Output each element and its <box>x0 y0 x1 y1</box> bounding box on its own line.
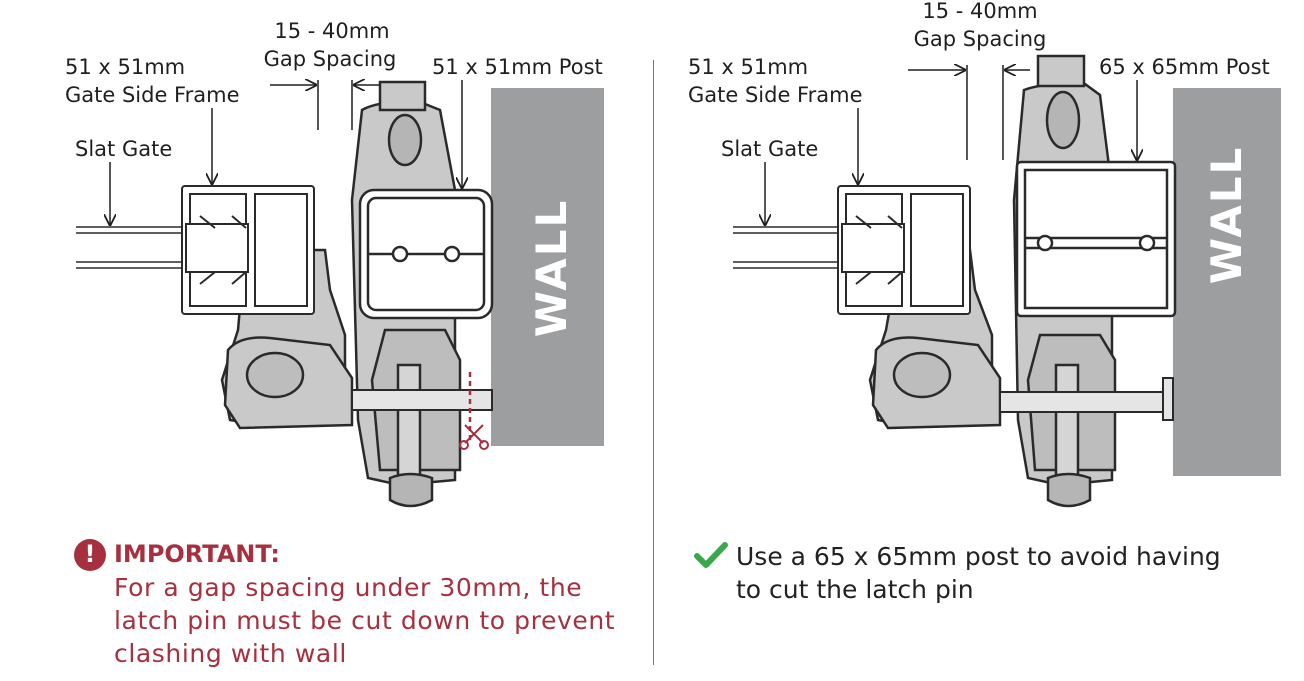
left-slat-label: Slat Gate <box>75 137 172 161</box>
right-slat-label: Slat Gate <box>721 137 818 161</box>
right-leaders <box>765 65 1137 225</box>
left-frame-label-1: 51 x 51mm <box>65 55 185 79</box>
checkmark-icon <box>694 542 728 568</box>
important-note: ! IMPORTANT: For a gap spacing under 30m… <box>74 538 634 670</box>
left-gap-title: 15 - 40mm <box>274 19 389 43</box>
left-post-label: 51 x 51mm Post <box>432 55 603 79</box>
important-heading: IMPORTANT: <box>114 540 281 568</box>
left-wall <box>491 88 604 446</box>
left-post <box>358 188 494 320</box>
alert-icon: ! <box>74 538 106 571</box>
left-latch-body <box>220 80 462 508</box>
important-line-3: clashing with wall <box>114 639 347 668</box>
ok-line-1: Use a 65 x 65mm post to avoid having <box>736 542 1221 571</box>
ok-note: Use a 65 x 65mm post to avoid having to … <box>694 540 1274 606</box>
important-line-1: For a gap spacing under 30mm, the <box>114 573 583 602</box>
left-diagram: WALL <box>65 19 604 508</box>
left-wall-label: WALL <box>527 199 576 337</box>
right-gap-subtitle: Gap Spacing <box>914 27 1047 51</box>
right-post-label: 65 x 65mm Post <box>1099 55 1270 79</box>
left-leaders <box>110 80 462 225</box>
right-latch-pin <box>999 377 1174 421</box>
left-gate-frame <box>181 185 315 315</box>
right-post <box>1015 160 1177 318</box>
panel-divider <box>653 60 654 665</box>
right-gate-frame <box>837 185 971 315</box>
right-wall <box>1173 88 1281 476</box>
right-gap-title: 15 - 40mm <box>922 0 1037 23</box>
right-wall-label: WALL <box>1202 146 1251 284</box>
right-slat-rails <box>733 226 845 269</box>
left-gap-subtitle: Gap Spacing <box>264 47 397 71</box>
scissors-icon <box>459 424 489 450</box>
right-diagram: WALL <box>688 0 1281 508</box>
right-frame-label-1: 51 x 51mm <box>688 55 808 79</box>
important-line-2: latch pin must be cut down to prevent <box>114 606 616 635</box>
ok-line-2: to cut the latch pin <box>736 575 974 604</box>
right-frame-label-2: Gate Side Frame <box>688 83 863 107</box>
left-slat-rails <box>76 226 190 269</box>
left-latch-pin <box>351 389 493 411</box>
left-frame-label-2: Gate Side Frame <box>65 83 240 107</box>
